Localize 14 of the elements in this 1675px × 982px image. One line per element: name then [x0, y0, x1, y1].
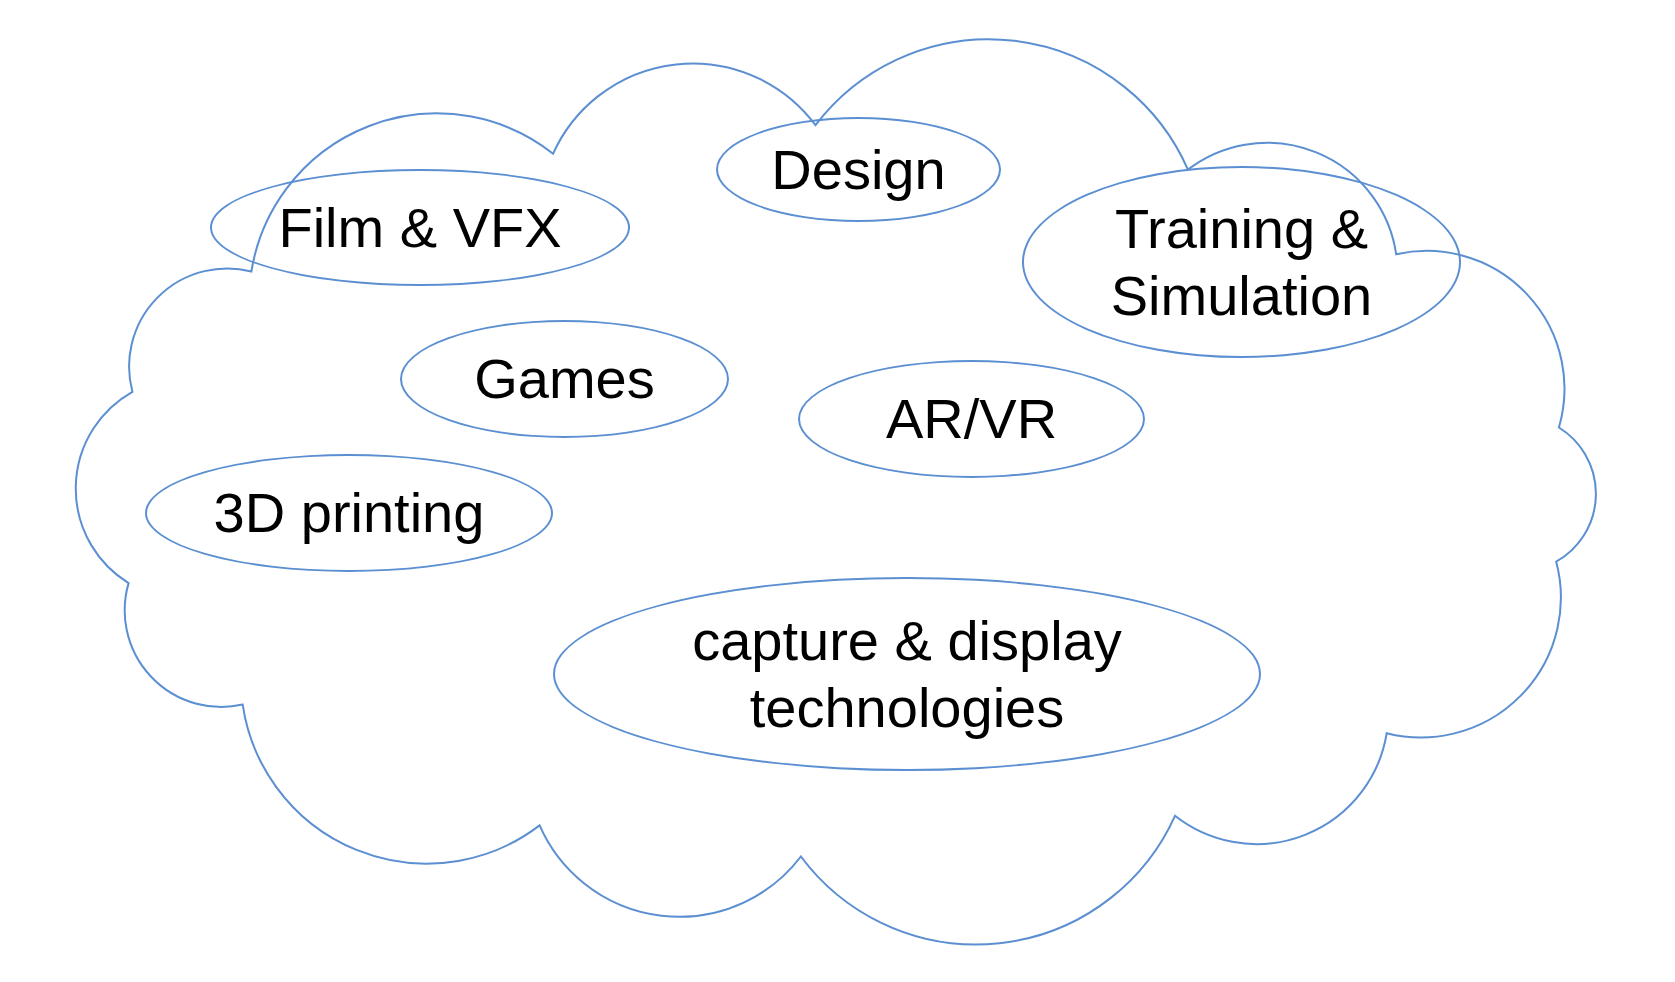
- topic-ellipse: [716, 117, 1001, 222]
- topic-ellipse: [1022, 166, 1461, 358]
- topic-label: Design: [771, 136, 946, 203]
- topic-ellipse: [400, 320, 729, 438]
- topic-label: capture & display technologies: [691, 607, 1123, 741]
- topic-ellipse: [798, 360, 1145, 478]
- topic-label: AR/VR: [885, 386, 1058, 453]
- topic-ellipse: [145, 454, 553, 572]
- topic-label: Film & VFX: [278, 194, 562, 261]
- topic-ellipse: [210, 169, 630, 286]
- topic-ellipse: [553, 577, 1261, 771]
- topic-label: Games: [474, 346, 655, 413]
- topic-label: Training & Simulation: [1109, 195, 1374, 329]
- topic-label: 3D printing: [213, 480, 485, 547]
